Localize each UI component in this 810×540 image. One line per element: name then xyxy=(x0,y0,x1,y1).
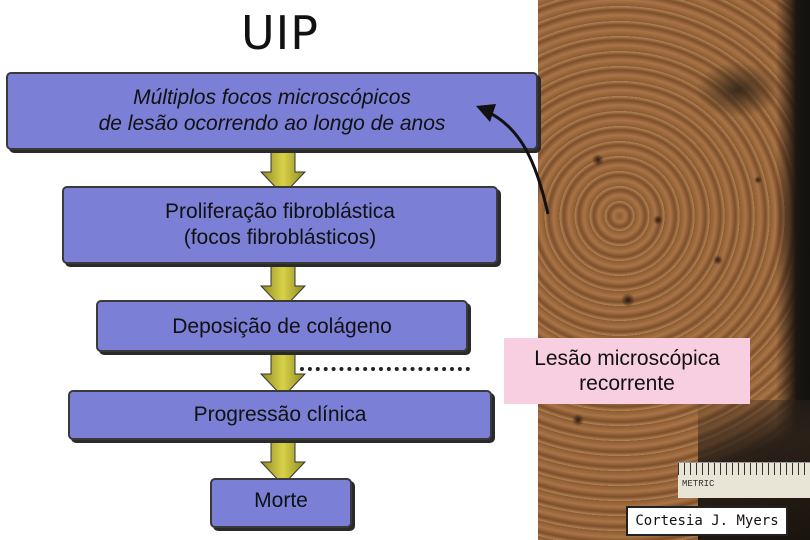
step-death: Morte xyxy=(210,478,352,528)
step-2-line-2: (focos fibroblásticos) xyxy=(183,226,377,249)
credit-label: Cortesia J. Myers xyxy=(626,506,788,536)
step-multiple-foci: Múltiplos focos microscópicos de lesão o… xyxy=(6,72,538,150)
lesion-line-2: recorrente xyxy=(579,372,675,395)
ruler-ticks xyxy=(678,463,810,475)
step-1-line-1: Múltiplos focos microscópicos xyxy=(133,85,411,109)
step-4-line-1: Progressão clínica xyxy=(193,402,367,426)
ruler-label: METRIC xyxy=(682,479,715,489)
step-1-line-2: de lesão ocorrendo ao longo de anos xyxy=(98,112,446,135)
metric-ruler: METRIC xyxy=(678,462,810,498)
lesion-line-1: Lesão microscópica xyxy=(534,346,720,370)
arrow-down-1 xyxy=(260,148,306,196)
arrow-down-2 xyxy=(260,262,306,310)
recurrent-lesion-label: Lesão microscópica recorrente xyxy=(504,338,750,404)
step-collagen-deposition: Deposição de colágeno xyxy=(96,300,468,352)
arrow-down-3 xyxy=(260,350,306,398)
step-5-line-1: Morte xyxy=(254,489,308,512)
step-fibroblast-proliferation: Proliferação fibroblástica (focos fibrob… xyxy=(62,186,498,264)
lung-specimen-photo: METRIC xyxy=(538,0,810,540)
step-2-line-1: Proliferação fibroblástica xyxy=(165,199,395,223)
dotted-connector xyxy=(300,367,470,371)
arrow-down-4 xyxy=(260,438,306,486)
page-title: UIP xyxy=(241,6,319,60)
step-3-line-1: Deposição de colágeno xyxy=(172,315,392,338)
step-clinical-progression: Progressão clínica xyxy=(68,390,492,440)
